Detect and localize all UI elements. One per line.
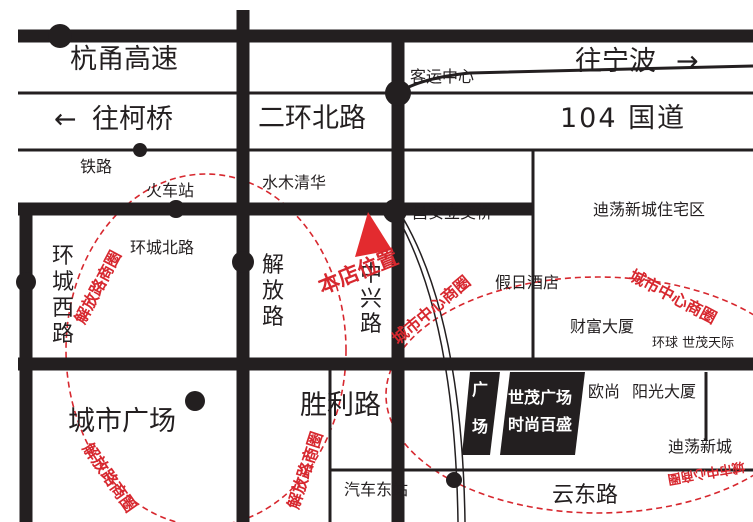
dot-city-square [185,391,205,411]
label-jiefang-2: 放 [262,279,284,304]
dot-train-station [167,200,185,218]
label-bus-center: 客运中心 [410,67,474,86]
label-yundong: 云东路 [552,483,618,508]
label-zhongxing-3: 路 [360,312,382,337]
label-fashion-store: 时尚百盛 [508,415,572,434]
business-circles [65,173,753,522]
dot-railway [133,143,147,157]
label-city-center-circle-right: 城市中心商圈 [626,266,720,328]
label-holiday-hotel: 假日酒店 [495,273,559,292]
label-jiefang-circle-right: 解放路商圈 [284,429,327,511]
left-arrow-icon: ← [54,104,77,135]
label-jiefang-circle-lower: 解放路商圈 [79,439,140,515]
dot-hangyong-west [48,24,72,48]
label-jiefang-1: 解 [262,253,284,278]
label-railway: 铁路 [80,157,112,176]
store-location-marker [355,212,392,257]
intersection-dots [16,24,462,488]
minor-roads [18,91,753,522]
label-shuimu-qinghua: 水木清华 [262,173,326,192]
label-changan-bridge: 昌安立交桥 [412,203,492,222]
dot-jiefang-huancheng [232,251,254,273]
label-104-national: 104 国道 [560,103,686,134]
label-shimao-plaza: 世茂广场 [508,388,572,407]
label-zhongxing-1: 中 [360,262,382,287]
label-jiefang-3: 路 [262,305,284,330]
label-didang-new-city: 迪荡新城 [668,437,732,456]
place-labels: 客运中心 火车站 水木清华 昌安立交桥 迪荡新城住宅区 假日酒店 财富大厦 环球… [68,67,734,499]
dot-changan-bridge [383,199,407,223]
label-huancheng-north: 环城北路 [130,238,194,257]
label-square-1: 广 [472,380,488,399]
label-huancheng-west-1: 环 [52,244,74,269]
label-city-square: 城市广场 [68,406,176,437]
label-yangguang: 阳光大厦 [632,382,696,401]
label-erhuan-north: 二环北路 [258,103,366,134]
major-roads [18,10,753,522]
label-jiefang-circle-upper: 解放路商圈 [71,247,125,327]
city-center-business-circle [385,276,753,514]
dot-bus-center [385,80,411,106]
label-zhongxing-2: 兴 [360,287,382,312]
label-hangyong: 杭甬高速 [70,44,178,75]
shimao-block [500,372,585,455]
dot-bus-station [446,472,462,488]
jiefang-business-circle [65,173,347,522]
dot-west-road [16,272,36,292]
railway-line [397,217,466,522]
label-global-shimao: 环球 世茂天际 [652,336,734,351]
road-labels: 杭甬高速 往宁波 → ← 往柯桥 二环北路 104 国道 铁路 环城北路 环 城… [52,44,699,508]
label-caifu-building: 财富大厦 [570,317,634,336]
label-shengli: 胜利路 [300,390,381,421]
square-block [462,372,500,455]
label-ouchang: 欧尚 [588,382,620,401]
label-huancheng-west-4: 路 [52,322,74,347]
label-didang-residential: 迪荡新城住宅区 [593,200,705,219]
store-blocks [462,372,585,455]
right-arrow-icon: → [676,46,699,77]
label-huancheng-west-2: 城 [52,270,74,295]
label-train-station: 火车站 [146,181,194,200]
label-huancheng-west-3: 西 [52,296,74,321]
label-bus-station: 汽车东站 [344,480,408,499]
label-to-ningbo: 往宁波 [575,46,656,77]
label-to-keqiao: 往柯桥 [92,104,173,135]
label-city-center-circle-lower: 城市中心商圈 [666,458,746,487]
label-square-2: 场 [472,417,488,436]
